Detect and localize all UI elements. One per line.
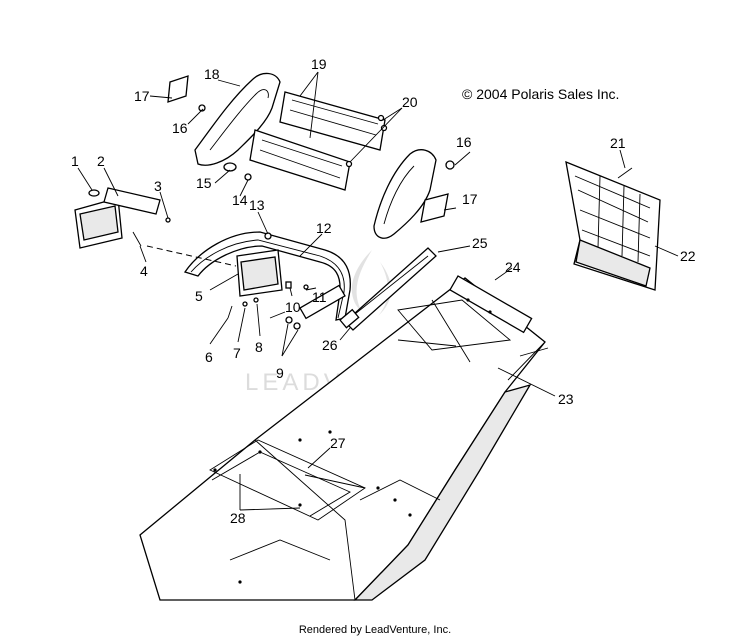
callout-13: 13 — [249, 197, 265, 213]
callout-6: 6 — [205, 349, 213, 365]
callout-2: 2 — [97, 153, 105, 169]
backrest-brackets — [249, 91, 388, 191]
callout-14: 14 — [232, 192, 248, 208]
callout-4: 4 — [140, 263, 148, 279]
copyright-notice: © 2004 Polaris Sales Inc. — [462, 86, 620, 102]
snow-flap — [565, 160, 661, 291]
callout-24: 24 — [505, 259, 521, 275]
callout-17-left: 17 — [134, 88, 150, 104]
tunnel-assembly — [139, 275, 549, 601]
callout-16-right: 16 — [456, 134, 472, 150]
callout-27: 27 — [330, 435, 346, 451]
callout-7: 7 — [233, 345, 241, 361]
rear-bumper-rail — [183, 231, 351, 321]
callout-19: 19 — [311, 56, 327, 72]
callout-8: 8 — [255, 339, 263, 355]
tail-light-assembly — [74, 187, 283, 297]
strap-assembly — [339, 247, 437, 331]
callout-20: 20 — [402, 94, 418, 110]
callout-22: 22 — [680, 248, 696, 264]
footer-credit: Rendered by LeadVenture, Inc. — [298, 624, 452, 636]
fasteners — [227, 281, 309, 330]
callout-18: 18 — [204, 66, 220, 82]
callout-21: 21 — [610, 135, 626, 151]
callout-12: 12 — [316, 220, 332, 236]
callout-28: 28 — [230, 510, 246, 526]
callout-5: 5 — [195, 288, 203, 304]
leader-lines — [77, 71, 679, 511]
callout-26: 26 — [322, 337, 338, 353]
callout-23: 23 — [558, 391, 574, 407]
callout-labels: 1 2 3 4 5 6 7 8 9 10 11 12 13 14 15 16 1… — [71, 56, 696, 526]
callout-15: 15 — [196, 175, 212, 191]
callout-10: 10 — [285, 299, 301, 315]
callout-17-right: 17 — [462, 191, 478, 207]
callout-16-left: 16 — [172, 120, 188, 136]
callout-3: 3 — [154, 178, 162, 194]
grab-bar-left — [167, 72, 281, 181]
callout-1: 1 — [71, 153, 79, 169]
callout-11: 11 — [312, 289, 327, 305]
callout-25: 25 — [472, 235, 488, 251]
callout-9: 9 — [276, 365, 284, 381]
grab-bar-right — [373, 149, 455, 239]
